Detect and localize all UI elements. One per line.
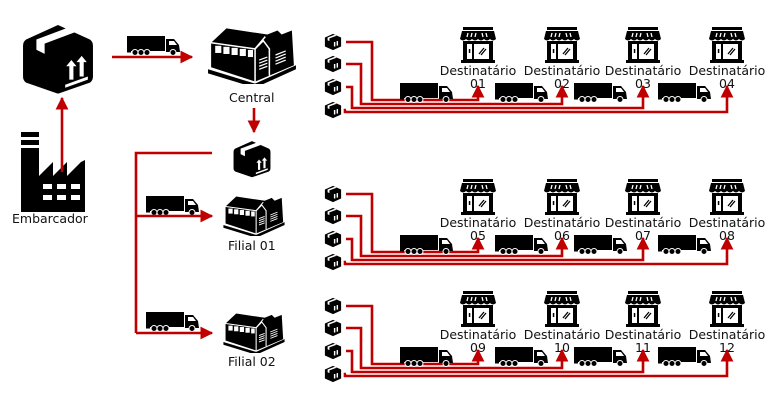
recipient-name-label: Destinatário (439, 327, 517, 342)
store-icon (709, 27, 745, 63)
recipient-name-label: Destinatário (523, 215, 601, 230)
recipient-name-label: Destinatário (439, 215, 517, 230)
origin-package-icon (23, 25, 93, 94)
recipient-name-label: Destinatário (523, 327, 601, 342)
route-line-08 (343, 236, 734, 266)
recipient-group-2 (324, 179, 745, 271)
package-icon (324, 33, 342, 51)
filial-01-label: Filial 01 (228, 238, 276, 253)
package-icon (324, 297, 342, 315)
branch-trunk-line (134, 151, 212, 333)
recipient-group-3 (324, 291, 745, 383)
store-icon (460, 179, 496, 215)
truck-icon (146, 196, 200, 216)
package-icon (324, 253, 342, 271)
route-line-01 (346, 40, 485, 102)
package-icon (324, 365, 342, 383)
central-package-icon (233, 141, 271, 178)
central-label: Central (229, 90, 275, 105)
recipient-number-label: 09 (470, 340, 486, 355)
filial-01-warehouse-icon (222, 195, 286, 236)
store-icon (544, 179, 580, 215)
recipient-number-label: 11 (635, 340, 651, 355)
recipient-name-label: Destinatário (523, 63, 601, 78)
recipient-number-label: 03 (635, 76, 651, 91)
route-line-05 (346, 192, 485, 254)
route-line-02 (346, 62, 569, 106)
store-icon (625, 291, 661, 327)
package-icon (324, 55, 342, 73)
package-icon (324, 185, 342, 203)
recipient-name-label: Destinatário (688, 327, 766, 342)
recipient-number-label: 02 (554, 76, 570, 91)
shipper-label: Embarcador (12, 211, 88, 226)
route-line-12 (343, 348, 734, 378)
recipient-name-label: Destinatário (604, 215, 682, 230)
store-icon (544, 291, 580, 327)
recipient-group-1 (324, 27, 745, 119)
truck-icon (127, 36, 181, 56)
store-icon (709, 291, 745, 327)
recipient-number-label: 12 (719, 340, 735, 355)
store-icon (625, 27, 661, 63)
filial-02-warehouse-icon (222, 312, 286, 353)
recipient-number-label: 10 (554, 340, 570, 355)
route-line-10 (346, 326, 569, 370)
truck-icon (146, 312, 200, 332)
store-icon (460, 291, 496, 327)
recipient-number-label: 08 (719, 228, 735, 243)
package-icon (324, 101, 342, 119)
recipient-number-label: 06 (554, 228, 570, 243)
factory-icon (21, 132, 85, 212)
recipient-name-label: Destinatário (439, 63, 517, 78)
route-line-11 (346, 348, 650, 374)
store-icon (460, 27, 496, 63)
route-line-09 (346, 304, 485, 366)
recipient-name-label: Destinatário (604, 63, 682, 78)
recipient-name-label: Destinatário (604, 327, 682, 342)
store-icon (709, 179, 745, 215)
route-line-04 (343, 84, 734, 114)
recipient-number-label: 05 (470, 228, 486, 243)
route-line-07 (346, 236, 650, 262)
store-icon (544, 27, 580, 63)
central-warehouse-icon (207, 27, 297, 84)
recipient-number-label: 01 (470, 76, 486, 91)
recipient-name-label: Destinatário (688, 215, 766, 230)
store-icon (625, 179, 661, 215)
package-icon (324, 342, 342, 360)
package-icon (324, 207, 342, 225)
package-icon (324, 78, 342, 96)
recipient-number-label: 04 (719, 76, 735, 91)
route-line-03 (346, 84, 650, 110)
filial-02-label: Filial 02 (228, 354, 276, 369)
route-line-06 (346, 214, 569, 258)
package-icon (324, 230, 342, 248)
left-flow (21, 25, 297, 353)
recipient-name-label: Destinatário (688, 63, 766, 78)
package-icon (324, 319, 342, 337)
recipient-groups (324, 27, 745, 383)
recipient-number-label: 07 (635, 228, 651, 243)
